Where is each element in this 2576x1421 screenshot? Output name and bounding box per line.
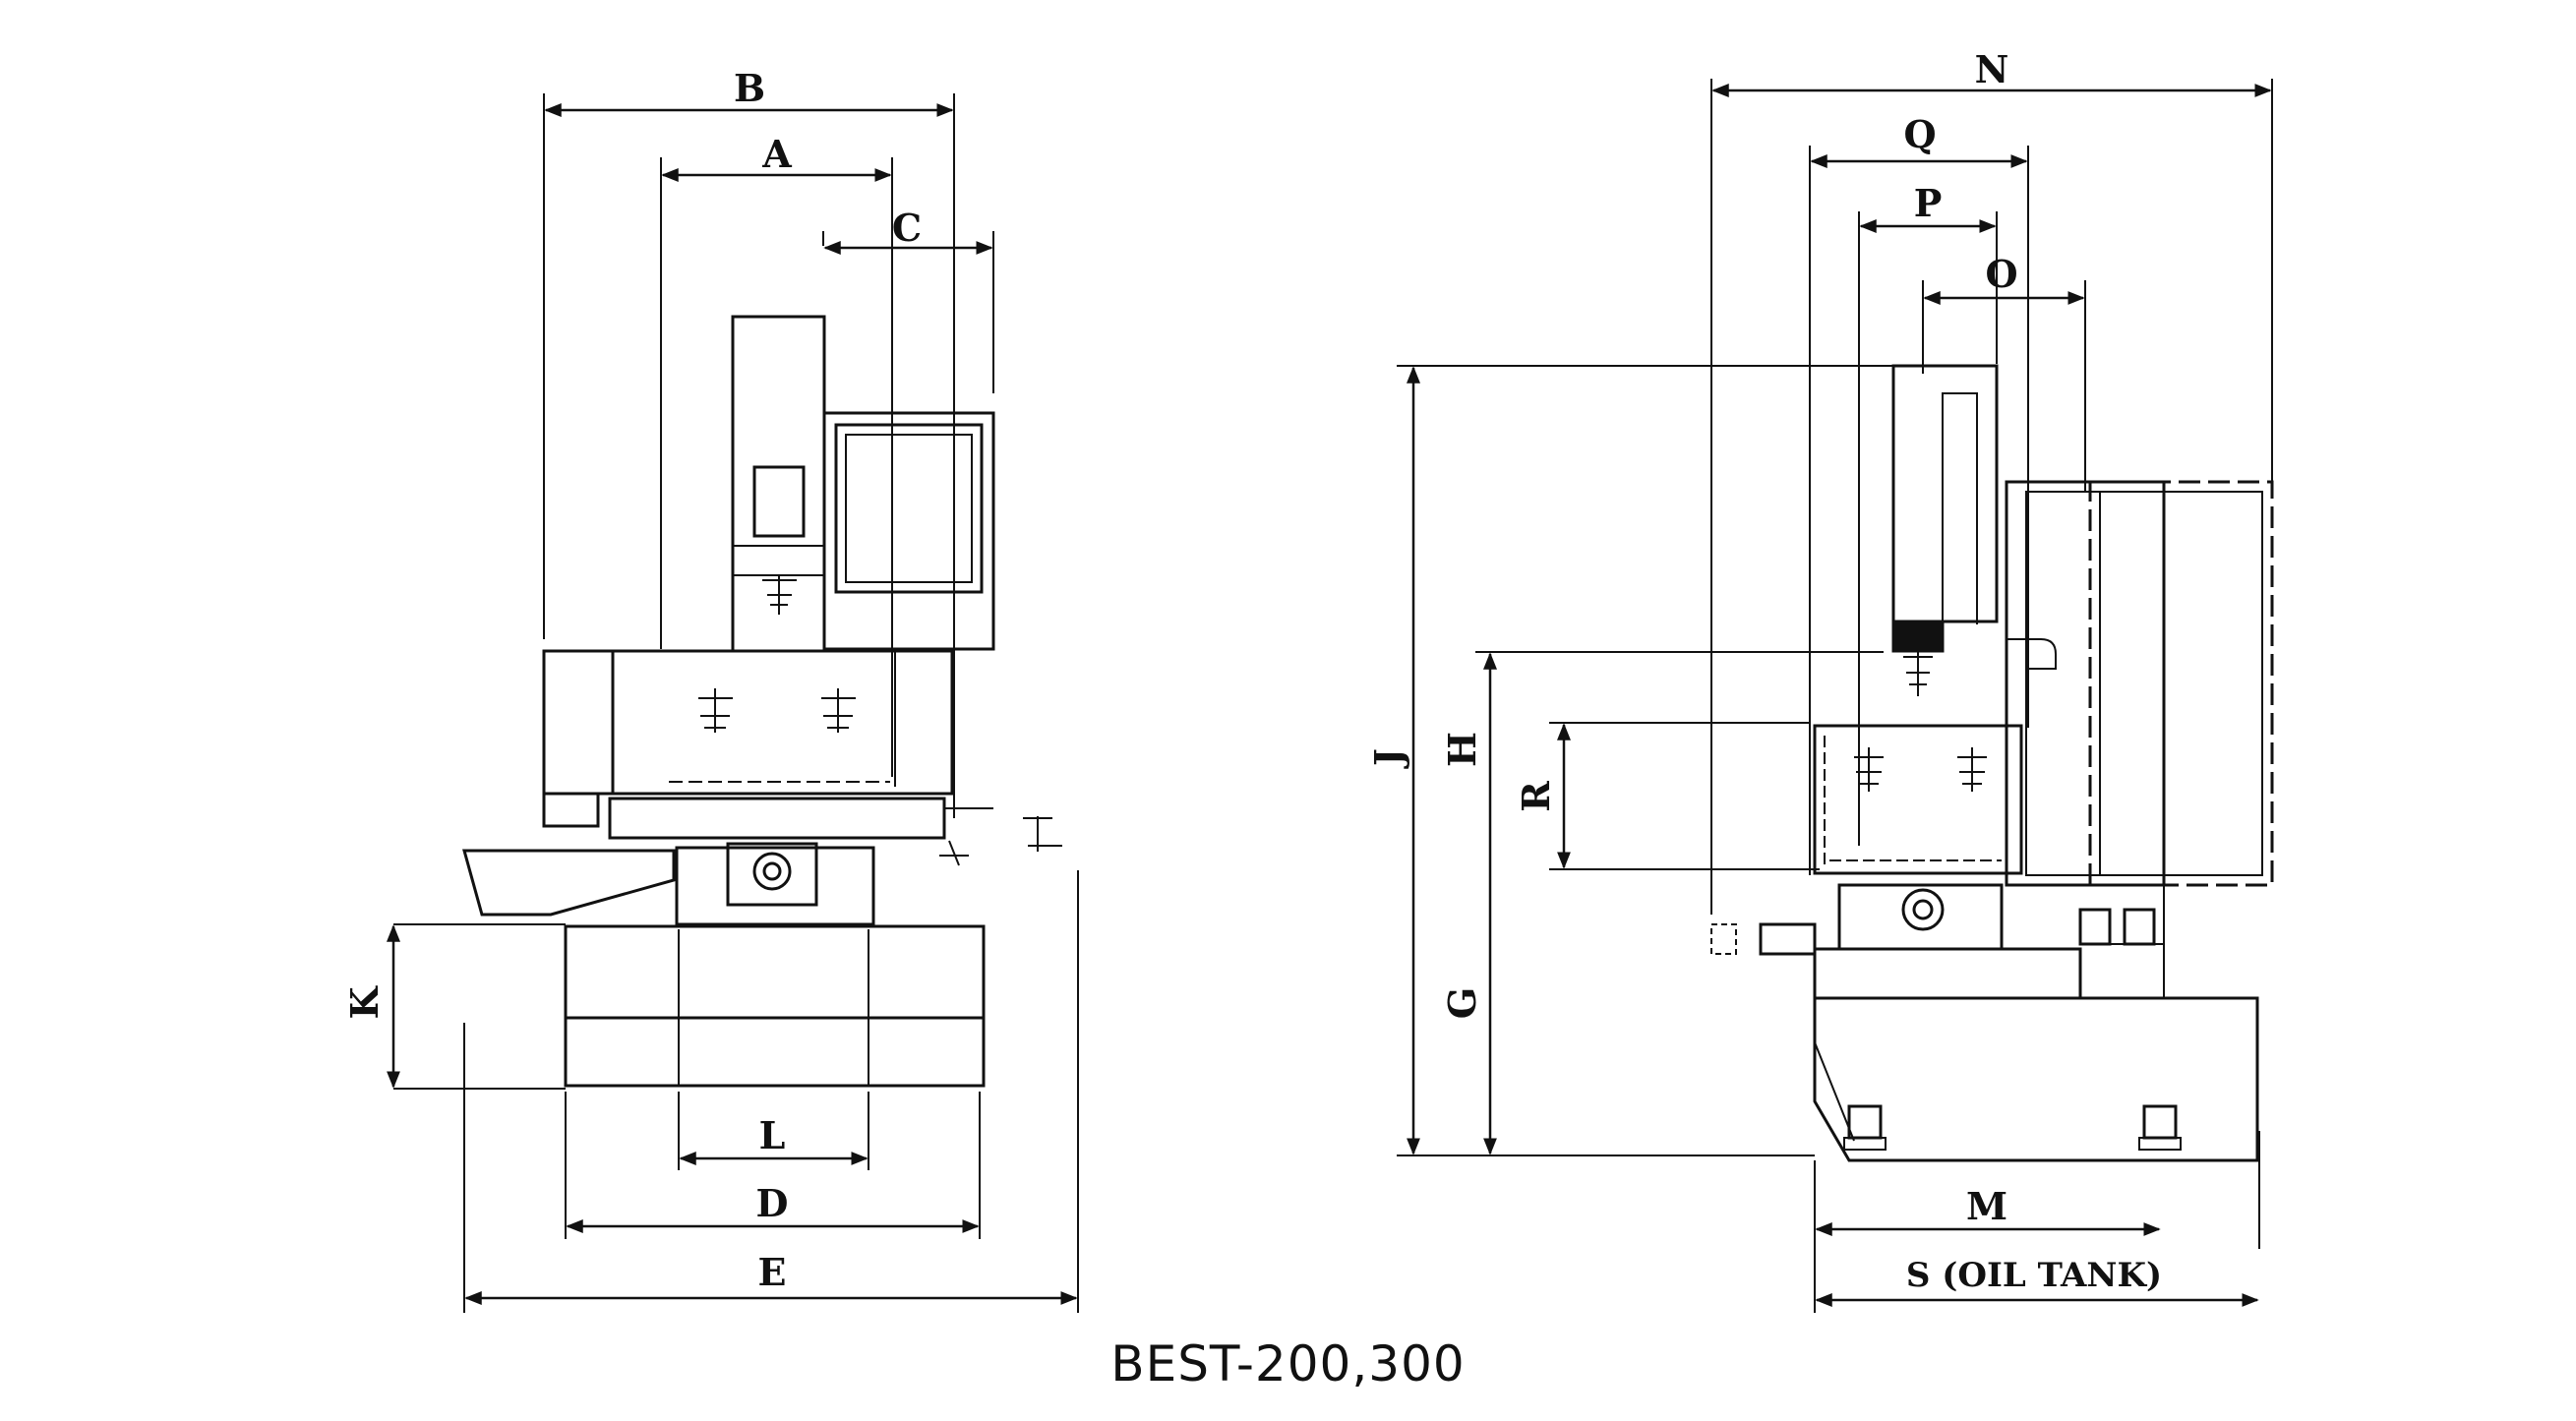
label-a: A: [761, 132, 792, 176]
front-view: B A C K L D E: [342, 66, 1079, 1313]
label-s-oil-tank: S (OIL TANK): [1906, 1256, 2162, 1295]
label-e: E: [758, 1250, 787, 1294]
label-m: M: [1966, 1184, 2007, 1228]
front-labels: B A C K L D E: [342, 66, 922, 1294]
label-p: P: [1914, 181, 1943, 225]
label-g: G: [1440, 987, 1484, 1019]
model-caption: BEST-200,300: [1110, 1335, 1466, 1392]
side-column: [1891, 364, 2274, 998]
label-q: Q: [1903, 112, 1936, 156]
side-saddle: [1710, 883, 2164, 1000]
side-labels: N Q P O J H R G M S (OIL TANK): [1366, 47, 2162, 1295]
front-saddle: [608, 797, 1062, 926]
label-h: H: [1440, 732, 1484, 767]
front-dimension-lines: [387, 103, 1078, 1305]
label-r: R: [1514, 781, 1558, 812]
side-view: N Q P O J H R G M S (OIL TANK): [1366, 47, 2274, 1313]
label-n: N: [1975, 47, 2009, 91]
label-k: K: [342, 985, 387, 1020]
front-extension-lines: [393, 93, 1079, 1313]
label-c: C: [892, 206, 922, 250]
label-b: B: [734, 66, 765, 110]
front-column: [731, 315, 995, 653]
label-j: J: [1366, 748, 1410, 769]
label-l: L: [759, 1113, 786, 1157]
side-work-tank: [1813, 724, 2023, 875]
label-d: D: [756, 1181, 789, 1225]
side-extension-lines: [1397, 79, 2273, 1313]
side-base: [1813, 996, 2259, 1162]
side-dimension-lines: [1407, 84, 2272, 1307]
front-base: [462, 849, 986, 1088]
label-o: O: [1985, 252, 2017, 296]
